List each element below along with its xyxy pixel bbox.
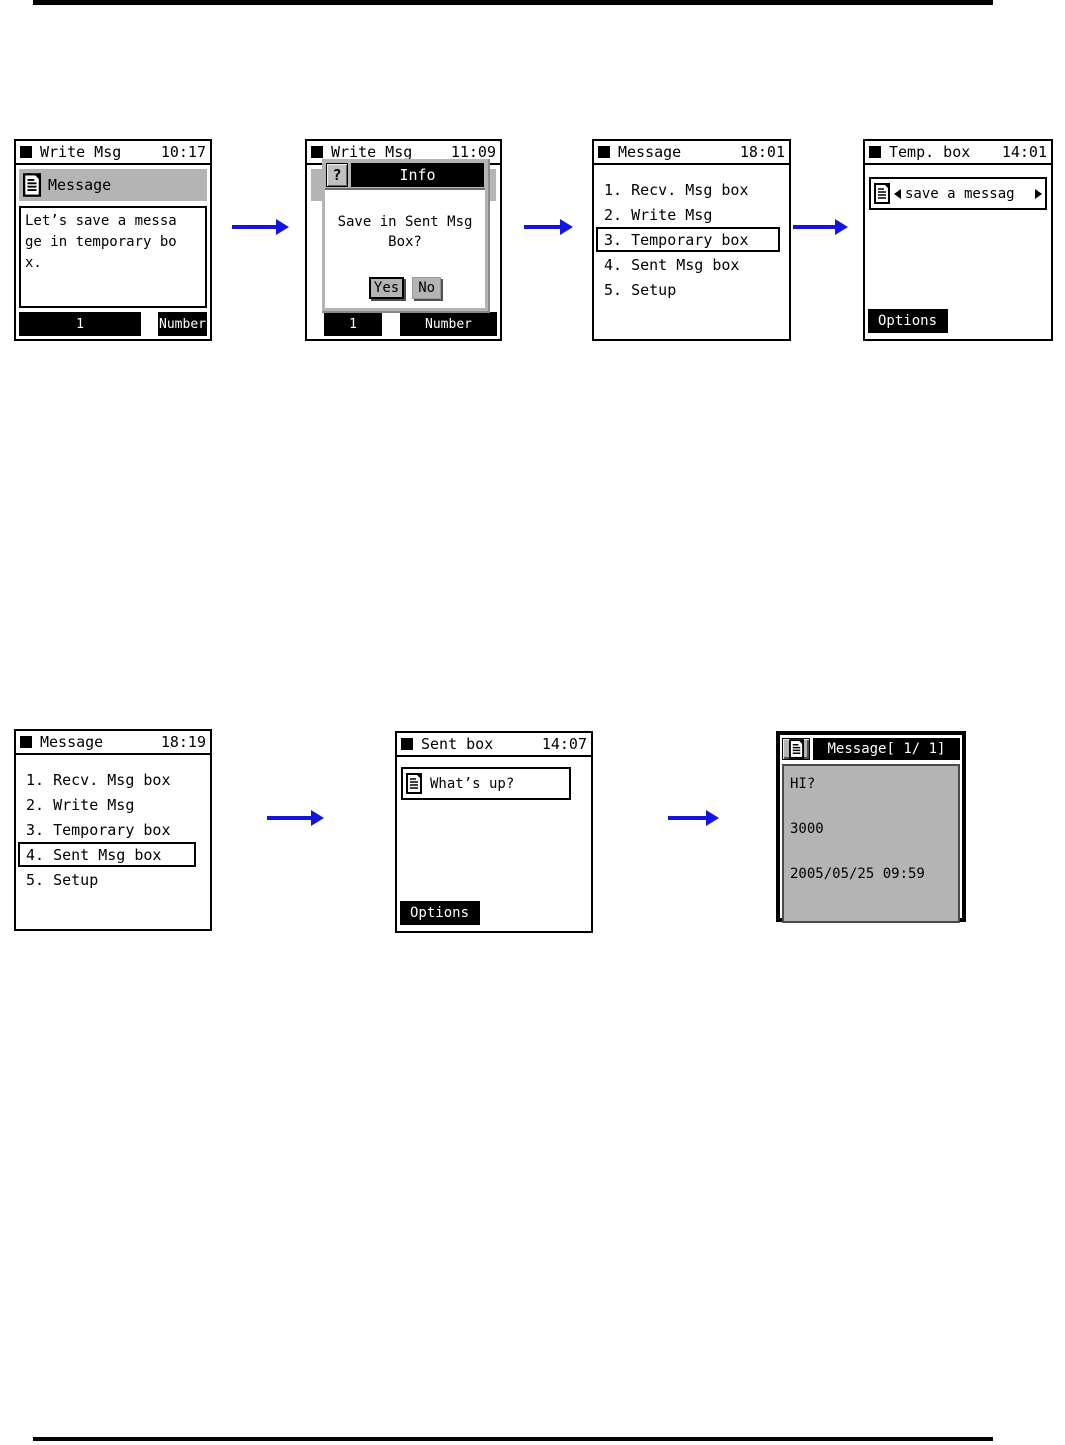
phone-screen-message-menu-temporary: Message 18:01 1. Recv. Msg box 2. Write … xyxy=(592,139,791,341)
screen-title: Message xyxy=(40,733,104,751)
document-icon-button xyxy=(782,738,810,760)
document-icon xyxy=(23,173,41,197)
phone-screen-temp-box: Temp. box 14:01 save a messag Options xyxy=(863,139,1053,341)
scroll-left-icon[interactable] xyxy=(894,188,901,199)
list-item-label: What’s up? xyxy=(430,775,515,792)
flow-arrow-icon xyxy=(793,219,848,235)
no-button[interactable]: No xyxy=(412,277,442,299)
options-softkey[interactable]: Options xyxy=(400,901,480,925)
phone-screen-sent-box: Sent box 14:07 What’s up? Options xyxy=(395,731,593,933)
list-item-whats-up[interactable]: What’s up? xyxy=(401,767,571,800)
message-text-input[interactable]: Let’s save a messa ge in temporary bo x. xyxy=(19,206,207,308)
phone-screen-save-prompt: Write Msg 11:09 1 Number ? Info Save in … xyxy=(305,139,502,341)
softkey-left[interactable]: 1 xyxy=(324,312,382,336)
softkey-gap xyxy=(382,312,400,336)
softkey-right[interactable]: Number xyxy=(158,312,207,336)
screen-title: Message[ 1/ 1] xyxy=(813,738,960,760)
message-line: 2005/05/25 09:59 xyxy=(790,866,925,882)
menu-item-temporary-box-selected[interactable]: 3. Temporary box xyxy=(596,227,780,252)
screen-title: Message xyxy=(618,143,682,161)
menu-item-recv-msg-box[interactable]: 1. Recv. Msg box xyxy=(26,770,171,789)
dialog-title-bar: ? Info xyxy=(325,162,485,190)
text-line: ge in temporary bo xyxy=(25,234,177,250)
screen-title: Write Msg xyxy=(40,143,122,161)
dialog-message: Save in Sent Msg Box? xyxy=(325,212,485,252)
title-bar: Message 18:01 xyxy=(594,141,789,165)
list-item-saved-message[interactable]: save a messag xyxy=(869,177,1047,210)
phone-screen-write-msg: Write Msg 10:17 Message Let’s save a mes… xyxy=(14,139,212,341)
status-square-icon xyxy=(311,146,323,158)
flow-arrow-icon xyxy=(524,219,573,235)
menu-item-sent-msg-box[interactable]: 4. Sent Msg box xyxy=(604,255,740,274)
status-square-icon xyxy=(20,146,32,158)
dialog-title: Info xyxy=(351,163,484,187)
title-bar: Message 18:19 xyxy=(16,731,210,755)
menu-item-recv-msg-box[interactable]: 1. Recv. Msg box xyxy=(604,180,749,199)
page-bottom-rule xyxy=(33,1437,993,1441)
list-item-label: save a messag xyxy=(905,185,1015,202)
softkey-left[interactable]: 1 xyxy=(19,312,141,336)
document-icon xyxy=(406,773,422,794)
softkey-bar: 1 Number xyxy=(310,312,497,336)
clock: 10:17 xyxy=(160,143,206,161)
menu-item-setup[interactable]: 5. Setup xyxy=(26,870,99,889)
text-line: Let’s save a messa xyxy=(25,213,177,229)
menu-item-write-msg[interactable]: 2. Write Msg xyxy=(26,795,135,814)
message-line: 3000 xyxy=(790,821,824,837)
dialog-message-line: Save in Sent Msg xyxy=(337,214,473,230)
clock: 14:01 xyxy=(1001,143,1047,161)
document-icon xyxy=(874,183,890,204)
scroll-right-icon[interactable] xyxy=(1035,188,1042,199)
clock: 14:07 xyxy=(541,735,587,753)
dialog-message-line: Box? xyxy=(388,234,422,250)
message-line: HI? xyxy=(790,776,816,792)
title-bar: Temp. box 14:01 xyxy=(865,141,1051,165)
message-menu: 1. Recv. Msg box 2. Write Msg 3. Tempora… xyxy=(594,165,789,302)
title-bar: Write Msg 10:17 xyxy=(16,141,210,165)
flow-arrow-icon xyxy=(267,810,324,826)
status-square-icon xyxy=(869,146,881,158)
page-top-rule xyxy=(33,0,993,5)
info-dialog: ? Info Save in Sent Msg Box? Yes No xyxy=(322,159,488,311)
clock: 18:01 xyxy=(739,143,785,161)
softkey-gap xyxy=(310,312,324,336)
message-header-label: Message xyxy=(48,176,112,194)
screen-title: Temp. box xyxy=(889,143,971,161)
menu-item-sent-msg-box-selected[interactable]: 4. Sent Msg box xyxy=(18,842,196,867)
options-softkey[interactable]: Options xyxy=(868,309,948,333)
message-header: Message xyxy=(19,169,207,201)
message-menu: 1. Recv. Msg box 2. Write Msg 3. Tempora… xyxy=(16,755,210,892)
flow-arrow-icon xyxy=(668,810,719,826)
status-square-icon xyxy=(20,736,32,748)
message-body: HI? 3000 2005/05/25 09:59 xyxy=(782,764,960,923)
softkey-bar: 1 Number xyxy=(19,312,207,336)
yes-button[interactable]: Yes xyxy=(368,277,405,299)
softkey-right[interactable]: Number xyxy=(400,312,497,336)
menu-item-write-msg[interactable]: 2. Write Msg xyxy=(604,205,713,224)
screen-title: Write Msg xyxy=(331,143,413,161)
dialog-buttons: Yes No xyxy=(325,277,485,299)
clock: 11:09 xyxy=(450,143,496,161)
text-line: x. xyxy=(25,255,42,271)
menu-item-setup[interactable]: 5. Setup xyxy=(604,280,677,299)
phone-screen-message-view: Message[ 1/ 1] HI? 3000 2005/05/25 09:59 xyxy=(776,731,966,923)
status-square-icon xyxy=(598,146,610,158)
flow-arrow-icon xyxy=(232,219,289,235)
document-icon xyxy=(788,739,804,759)
menu-item-temporary-box[interactable]: 3. Temporary box xyxy=(26,820,171,839)
phone-screen-message-menu-sent: Message 18:19 1. Recv. Msg box 2. Write … xyxy=(14,729,212,931)
question-mark-icon: ? xyxy=(326,163,348,187)
softkey-gap xyxy=(141,312,158,336)
screen-title: Sent box xyxy=(421,735,494,753)
title-bar: Sent box 14:07 xyxy=(397,733,591,757)
title-bar: Message[ 1/ 1] xyxy=(782,738,960,760)
clock: 18:19 xyxy=(160,733,206,751)
status-square-icon xyxy=(401,738,413,750)
